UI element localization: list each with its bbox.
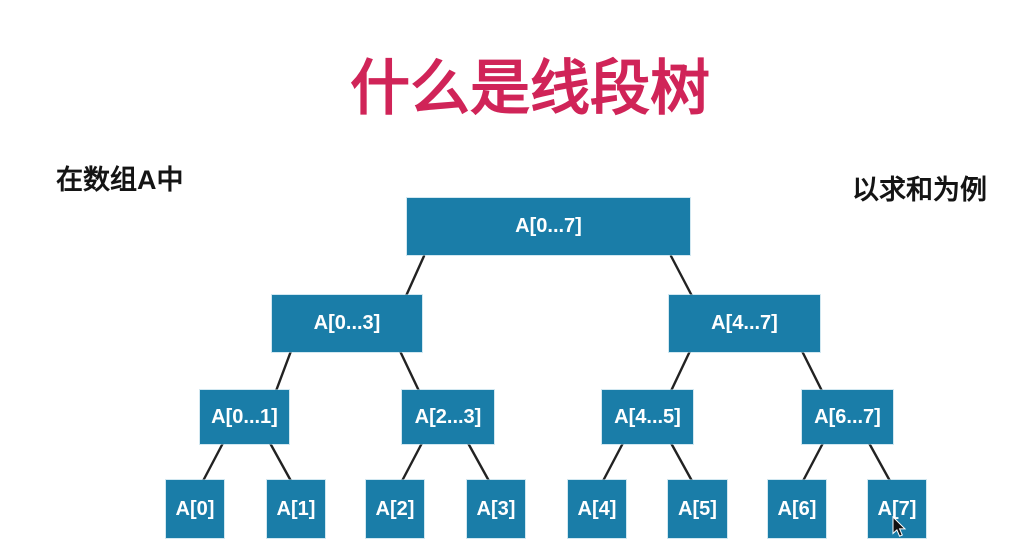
- tree-node-a0-1: A[0...1]: [200, 390, 289, 444]
- right-annotation: 以求和为例: [852, 175, 987, 205]
- tree-node-a0-7: A[0...7]: [407, 198, 690, 255]
- tree-edge: [669, 349, 692, 393]
- tree-leaf-a5: A[5]: [668, 480, 727, 538]
- tree-edge: [201, 441, 225, 483]
- tree-leaf-a3: A[3]: [467, 480, 525, 538]
- tree-edge: [669, 441, 694, 483]
- tree-edge: [801, 441, 825, 483]
- tree-edge: [400, 441, 424, 483]
- tree-leaf-a6: A[6]: [768, 480, 826, 538]
- tree-edge: [268, 441, 293, 483]
- tree-leaf-a2: A[2]: [366, 480, 424, 538]
- tree-edge: [601, 441, 625, 483]
- page-title: 什么是线段树: [350, 55, 710, 122]
- tree-node-a4-7: A[4...7]: [669, 295, 820, 352]
- tree-edge: [274, 349, 293, 393]
- tree-node-a4-5: A[4...5]: [602, 390, 693, 444]
- tree-edge: [404, 254, 426, 298]
- tree-edge: [466, 441, 491, 483]
- tree-node-a6-7: A[6...7]: [802, 390, 893, 444]
- tree-leaf-a4: A[4]: [568, 480, 626, 538]
- tree-edge: [867, 441, 892, 483]
- tree-leaf-a1: A[1]: [267, 480, 325, 538]
- tree-node-a2-3: A[2...3]: [402, 390, 494, 444]
- mouse-cursor-icon: [892, 516, 907, 537]
- tree-edge: [669, 254, 694, 298]
- tree-node-a0-3: A[0...3]: [272, 295, 422, 352]
- tree-leaf-a7: A[7]: [868, 480, 926, 538]
- tree-leaf-a0: A[0]: [166, 480, 224, 538]
- tree-edge: [398, 349, 421, 393]
- left-annotation: 在数组A中: [56, 165, 184, 195]
- tree-edge: [800, 349, 824, 393]
